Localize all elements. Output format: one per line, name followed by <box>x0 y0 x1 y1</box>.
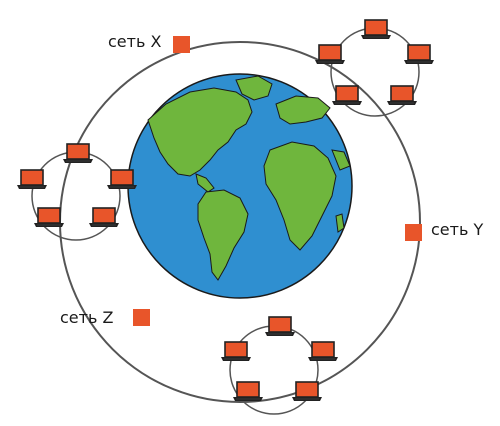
laptop-icon[interactable] <box>314 44 346 65</box>
laptop-icon[interactable] <box>264 316 296 337</box>
laptop-icon[interactable] <box>33 207 65 228</box>
laptop-icon[interactable] <box>331 85 363 106</box>
globe-icon <box>127 73 353 299</box>
laptop-icon[interactable] <box>106 169 138 190</box>
laptop-icon[interactable] <box>220 341 252 362</box>
laptop-icon[interactable] <box>386 85 418 106</box>
laptop-icon[interactable] <box>88 207 120 228</box>
router-node-x[interactable] <box>173 36 190 53</box>
laptop-icon[interactable] <box>403 44 435 65</box>
laptop-icon[interactable] <box>307 341 339 362</box>
laptop-icon[interactable] <box>360 19 392 40</box>
router-node-z[interactable] <box>133 309 150 326</box>
laptop-icon[interactable] <box>16 169 48 190</box>
network-label-z: сеть Z <box>60 308 114 327</box>
laptop-icon[interactable] <box>62 143 94 164</box>
network-label-x: сеть X <box>108 32 162 51</box>
laptop-icon[interactable] <box>232 381 264 402</box>
network-label-y: сеть Y <box>431 220 484 239</box>
router-node-y[interactable] <box>405 224 422 241</box>
laptop-icon[interactable] <box>291 381 323 402</box>
